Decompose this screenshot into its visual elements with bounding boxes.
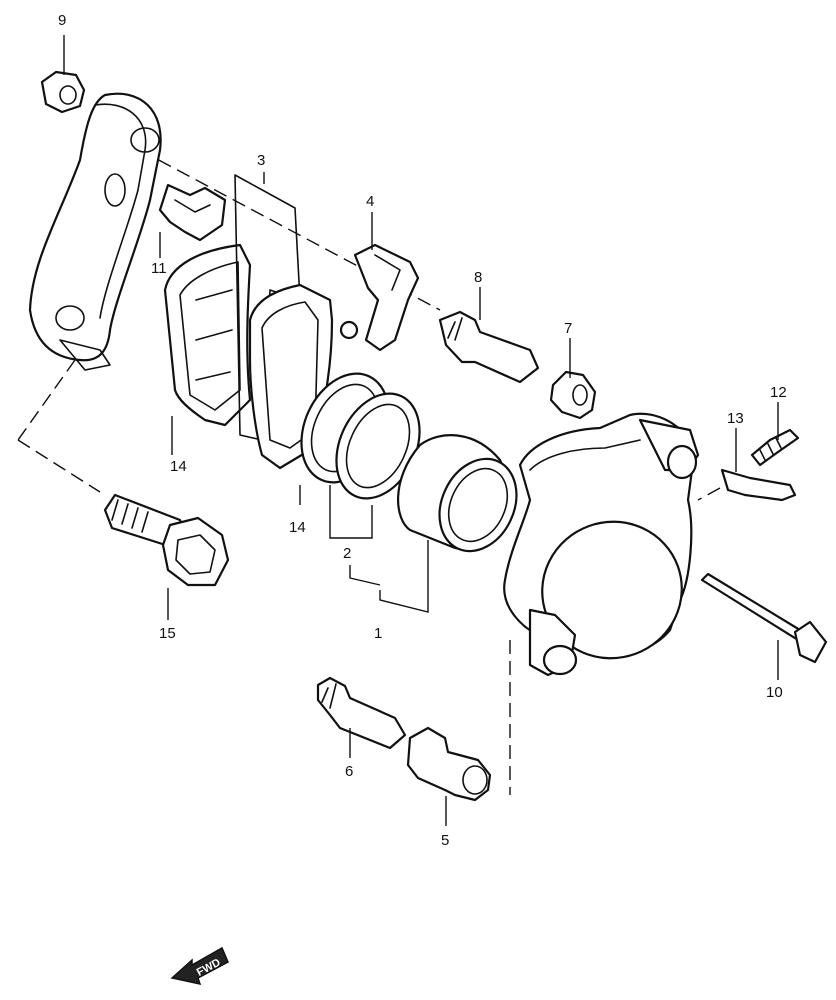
callout-14-right: 14 <box>289 519 306 536</box>
part-13-bleeder-cap <box>720 468 797 502</box>
caliper-body <box>503 412 700 677</box>
callout-9: 9 <box>58 12 66 29</box>
part-8-slide-pin <box>438 310 540 384</box>
callout-14-left: 14 <box>170 458 187 475</box>
part-3-shim <box>234 174 301 441</box>
callout-12: 12 <box>770 384 787 401</box>
part-11-pad-spring <box>158 183 227 242</box>
callout-6: 6 <box>345 763 353 780</box>
leader-lines <box>63 35 779 826</box>
callout-11: 11 <box>151 260 167 277</box>
callout-15: 15 <box>159 625 176 642</box>
forward-badge-text: FWD <box>195 956 223 978</box>
callout-4: 4 <box>366 193 374 210</box>
part-6-slide-pin <box>316 676 407 750</box>
part-14-brake-pad-left <box>163 243 252 427</box>
callout-8: 8 <box>474 269 482 286</box>
part-12-bleeder-valve <box>750 428 800 467</box>
callout-2: 2 <box>343 545 351 562</box>
part-5-boot <box>406 726 492 802</box>
part-9-nut <box>40 70 86 114</box>
part-2-seals <box>300 320 421 500</box>
callout-1: 1 <box>374 625 382 642</box>
part-10-mounting-pin <box>700 572 828 664</box>
callout-10: 10 <box>766 684 783 701</box>
part-15-bolt <box>103 493 230 587</box>
forward-arrow-icon: FWD <box>170 946 229 986</box>
callout-13: 13 <box>727 410 744 427</box>
callout-3: 3 <box>257 152 265 169</box>
callout-labels: 9 3 4 8 7 12 13 11 14 14 2 1 10 6 5 15 <box>58 12 787 849</box>
caliper-bracket <box>28 92 162 371</box>
part-1-piston <box>396 434 518 553</box>
part-7-boot <box>549 370 597 420</box>
callout-5: 5 <box>441 832 449 849</box>
part-4-retainer-clip <box>353 243 420 352</box>
callout-7: 7 <box>564 320 572 337</box>
